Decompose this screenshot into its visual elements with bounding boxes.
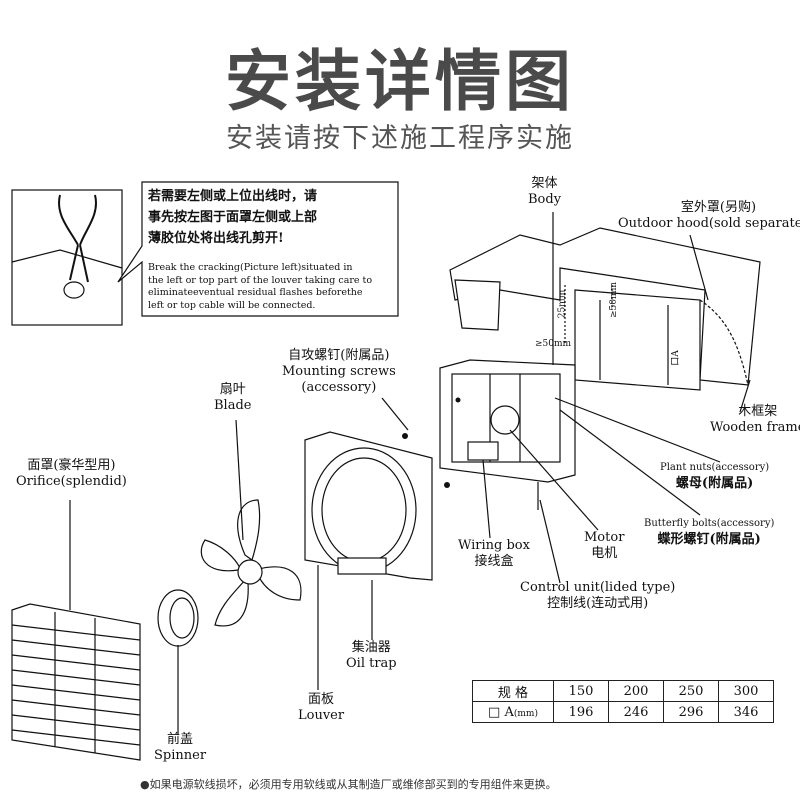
spec-value: 246 (608, 701, 664, 723)
spec-size: 300 (718, 680, 774, 702)
inset-panel-edge (11, 249, 123, 269)
motor (490, 405, 520, 435)
label-control-unit: Control unit(lided type) 控制线(连动式用) (520, 580, 676, 611)
dimension-50mm-b: ≥50mm (609, 281, 620, 319)
label-motor: Motor 电机 (584, 530, 625, 561)
spec-header-label: 规 格 (472, 680, 554, 702)
label-body: 架体 Body (528, 176, 562, 207)
orifice-grille (11, 603, 141, 761)
page-subtitle: 安装请按下述施工程序实施 (226, 123, 574, 154)
dimension-25mm: 25mm (557, 289, 568, 319)
label-wiring-box: Wiring box 接线盒 (458, 538, 530, 569)
wiring-box (467, 441, 499, 461)
note-bubble (117, 181, 399, 317)
label-oil-trap: 集油器 Oil trap (346, 640, 397, 671)
page-title: 安装详情图 (225, 43, 575, 120)
label-butterfly-bolts: Butterfly bolts(accessory) 蝶形螺钉(附属品) (644, 518, 775, 547)
louver-ring (311, 447, 417, 573)
label-orifice: 面罩(豪华型用) Orifice(splendid) (16, 458, 127, 489)
dimension-a: 口A (670, 350, 681, 366)
footer-note: ●如果电源软线损坏，必须用专用软线或从其制造厂或维修部买到的专用组件来更换。 (140, 778, 557, 791)
outdoor-hood-box (574, 289, 701, 391)
screw-1 (402, 433, 408, 439)
spec-value: 346 (718, 701, 774, 723)
label-plant-nuts: Plant nuts(accessory) 螺母(附属品) (660, 462, 770, 491)
label-spinner: 前盖 Spinner (154, 732, 207, 763)
screw-3 (455, 397, 461, 403)
spec-value: 196 (553, 701, 609, 723)
cutting-pliers-icon (58, 194, 97, 283)
oil-trap (337, 557, 387, 575)
spec-row-label: □ A(mm) (472, 701, 554, 723)
installation-note-cn: 若需要左侧或上位出线时，请 事先按左图于面罩左侧或上部 薄胶位处将出线孔剪开! (148, 189, 318, 246)
installation-note-en: Break the cracking(Picture left)situated… (148, 262, 373, 311)
spec-size: 250 (663, 680, 719, 702)
frame-tab (454, 279, 501, 331)
spec-size: 200 (608, 680, 664, 702)
label-mounting-screws: 自攻螺钉(附属品) Mounting screws (accessory) (282, 348, 396, 395)
label-blade: 扇叶 Blade (214, 382, 252, 413)
cable-hole (63, 281, 85, 299)
label-wooden-frame: 木框架 Wooden frame (710, 404, 800, 435)
screw-2 (444, 482, 450, 488)
spec-value: 296 (663, 701, 719, 723)
label-outdoor-hood: 室外罩(另购) Outdoor hood(sold separately) (618, 200, 800, 231)
fan-blade (200, 499, 302, 627)
spec-size: 150 (553, 680, 609, 702)
label-louver: 面板 Louver (298, 692, 345, 723)
dimension-50mm-a: ≥50mm (535, 339, 572, 349)
spec-value-row: □ A(mm) 196 246 296 346 (472, 701, 774, 723)
spec-header-row: 规 格 150 200 250 300 (472, 680, 774, 702)
spec-table: 规 格 150 200 250 300 □ A(mm) 196 246 296 … (472, 680, 774, 723)
